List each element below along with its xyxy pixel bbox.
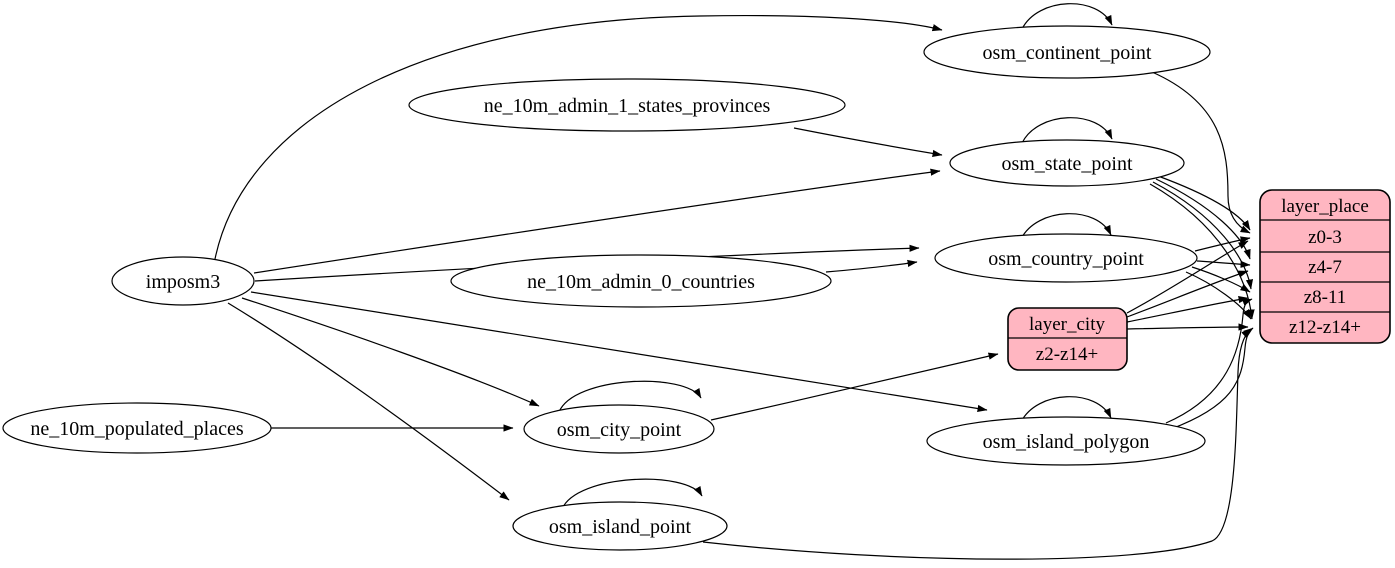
layer_place-row-z12-z14: z12-z14+	[1289, 317, 1361, 338]
edge-layer_city-layer_place-z4-7	[1126, 270, 1249, 318]
osm_city_point-label: osm_city_point	[557, 419, 682, 441]
ne_10m_populated_places-ellipse	[2, 402, 272, 454]
node-ne_10m_admin_1_states_provinces: ne_10m_admin_1_states_provinces	[408, 78, 846, 132]
edge-loop-osm_island_point	[561, 478, 703, 510]
layer_place-row-z8-11: z8-11	[1304, 287, 1347, 308]
node-osm_state_point: osm_state_point	[949, 139, 1185, 187]
layer_city-box	[1007, 307, 1128, 371]
node-layer_place: layer_place z0-3 z4-7 z8-11 z12-z14+	[1259, 189, 1391, 344]
osm_continent_point-label: osm_continent_point	[983, 42, 1152, 64]
edge-layer_city-layer_place-z8-11	[1126, 296, 1249, 323]
edge-ne_10m_admin_0_countries-osm_country_point	[825, 259, 918, 273]
osm_country_point-ellipse	[934, 233, 1198, 283]
osm_state_point-label: osm_state_point	[1001, 153, 1133, 175]
edge-imposm3-osm_island_polygon	[250, 291, 988, 412]
edge-osm_country_point-layer_place-z4-7	[1196, 260, 1251, 268]
osm_state_point-ellipse	[949, 139, 1185, 187]
layer_place-box	[1259, 189, 1391, 344]
layer_place-row-z0-3: z0-3	[1308, 227, 1342, 248]
edge-osm_state_point-layer_place-z8-11	[1152, 181, 1254, 290]
ne_10m_admin_1_states_provinces-label: ne_10m_admin_1_states_provinces	[484, 95, 771, 117]
node-imposm3: imposm3	[111, 256, 255, 306]
edge-loop-osm_state_point	[1021, 117, 1113, 144]
node-osm_country_point: osm_country_point	[934, 233, 1198, 283]
edge-osm_city_point-layer_city	[710, 352, 999, 421]
edge-layer_city-layer_place-z0-3	[1126, 240, 1249, 314]
osm_island_polygon-label: osm_island_polygon	[983, 431, 1150, 453]
layer_city-title: layer_city	[1029, 314, 1105, 335]
layer_place-row-z4-7: z4-7	[1308, 257, 1342, 278]
edge-loop-osm_country_point	[1020, 213, 1112, 240]
edge-imposm3-osm_state_point	[253, 168, 941, 274]
node-ne_10m_admin_0_countries: ne_10m_admin_0_countries	[450, 254, 832, 308]
ne_10m_admin_0_countries-ellipse	[450, 254, 832, 308]
osm_island_point-label: osm_island_point	[549, 516, 692, 538]
edge-osm_country_point-layer_place-z0-3	[1194, 236, 1251, 252]
layer_city-row-z2-z14: z2-z14+	[1036, 344, 1098, 365]
node-osm_island_polygon: osm_island_polygon	[926, 416, 1206, 466]
edge-osm_continent_point-layer_place-z0-3	[1151, 71, 1251, 234]
edge-imposm3-osm_continent_point	[214, 14, 943, 260]
node-osm_city_point: osm_city_point	[523, 404, 715, 454]
edge-osm_island_point-layer_place-z12-z14	[702, 328, 1252, 560]
edge-imposm3-osm_island_point	[227, 302, 510, 501]
edge-loop-osm_island_polygon	[1020, 396, 1112, 423]
node-layer_city: layer_city z2-z14+	[1007, 307, 1128, 371]
imposm3-label: imposm3	[146, 271, 220, 293]
osm_city_point-ellipse	[523, 404, 715, 454]
layer_place-title: layer_place	[1281, 196, 1369, 217]
edge-loop-osm_city_point	[558, 380, 702, 413]
ne_10m_admin_0_countries-label: ne_10m_admin_0_countries	[527, 271, 755, 293]
edge-osm_state_point-layer_place-z0-3	[1157, 175, 1251, 231]
node-osm_island_point: osm_island_point	[512, 501, 728, 551]
ne_10m_admin_1_states_provinces-ellipse	[408, 78, 846, 132]
edge-osm_state_point-layer_place-z4-7	[1155, 178, 1251, 260]
imposm3-ellipse	[111, 256, 255, 306]
osm_island_point-ellipse	[512, 501, 728, 551]
osm_continent_point-ellipse	[923, 25, 1211, 79]
edge-imposm3-osm_city_point	[241, 297, 540, 407]
edge-osm_state_point-layer_place-z12-z14	[1149, 183, 1255, 320]
edge-ne_10m_admin_1_states_provinces-osm_state_point	[793, 127, 943, 157]
node-osm_continent_point: osm_continent_point	[923, 25, 1211, 79]
osm_country_point-label: osm_country_point	[988, 248, 1144, 270]
osm_island_polygon-ellipse	[926, 416, 1206, 466]
node-ne_10m_populated_places: ne_10m_populated_places	[2, 402, 272, 454]
ne_10m_populated_places-label: ne_10m_populated_places	[30, 418, 243, 440]
edge-osm_island_polygon-layer_place-z12-z14	[1170, 327, 1254, 430]
edge-osm_country_point-layer_place-z12-z14	[1185, 271, 1252, 320]
edge-loop-osm_continent_point	[1021, 3, 1113, 30]
edge-layer_city-layer_place-z12-z14	[1126, 323, 1249, 331]
